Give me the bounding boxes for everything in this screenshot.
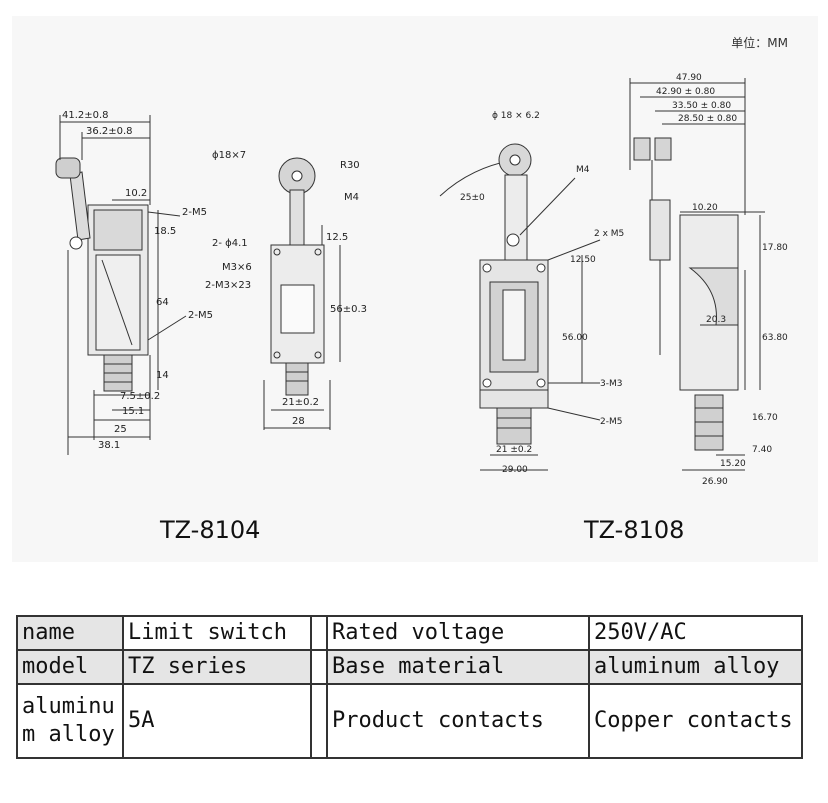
- dim-label: 28.50 ± 0.80: [678, 114, 737, 124]
- dim-label: 56±0.3: [330, 304, 367, 315]
- dim-label: ϕ 18 × 6.2: [492, 111, 540, 121]
- dim-label: 12.5: [326, 232, 348, 243]
- dim-label: 47.90: [676, 73, 702, 83]
- table-row: name Limit switch Rated voltage 250V/AC: [16, 615, 803, 651]
- dim-label: 14: [156, 370, 169, 381]
- dim-label: M3×6: [222, 262, 252, 273]
- dim-label: 7.40: [752, 445, 772, 455]
- tz8104-side-view: [55, 115, 187, 455]
- table-cell: TZ series: [122, 649, 312, 685]
- dim-label: ϕ18×7: [212, 150, 246, 161]
- dim-label: 18.5: [154, 226, 176, 237]
- model-title-right: TZ-8108: [584, 516, 685, 544]
- dim-label: 25: [114, 424, 127, 435]
- dim-label: 15.20: [720, 459, 746, 469]
- table-cell: aluminu m alloy: [16, 683, 124, 759]
- tz8104-front-view: [263, 157, 341, 430]
- unit-label: 单位：MM: [731, 36, 788, 50]
- dim-label: 15.1: [122, 406, 144, 417]
- dim-label: 29.00: [502, 465, 528, 475]
- dim-label: 2 x M5: [594, 229, 624, 239]
- dim-label: 56.00: [562, 333, 588, 343]
- dim-label: 42.90 ± 0.80: [656, 87, 715, 97]
- dim-label: 33.50 ± 0.80: [672, 101, 731, 111]
- dim-label: 2- ϕ4.1: [212, 238, 248, 249]
- dim-label: 36.2±0.8: [86, 126, 133, 137]
- table-gap: [310, 683, 328, 759]
- dim-label: 17.80: [762, 243, 788, 253]
- dim-label: 25±0: [460, 193, 485, 203]
- dim-label: 16.70: [752, 413, 778, 423]
- dim-label: 10.20: [692, 203, 718, 213]
- dim-label: 28: [292, 416, 305, 427]
- tz8108-front-view: [439, 143, 601, 471]
- dim-label: 41.2±0.8: [62, 110, 109, 121]
- dim-label: 7.5±0.2: [120, 391, 160, 402]
- dim-label: 26.90: [702, 477, 728, 487]
- dim-label: 3-M3: [600, 379, 622, 389]
- table-cell: Base material: [326, 649, 590, 685]
- table-cell: 250V/AC: [588, 615, 803, 651]
- table-cell: 5A: [122, 683, 312, 759]
- dim-label: 63.80: [762, 333, 788, 343]
- dim-label: 64: [156, 297, 169, 308]
- table-cell: model: [16, 649, 124, 685]
- spec-table: name Limit switch Rated voltage 250V/AC …: [16, 615, 803, 759]
- model-title-left: TZ-8104: [160, 516, 261, 544]
- dim-label: 21±0.2: [282, 397, 319, 408]
- dim-label: 2-M5: [182, 207, 207, 218]
- dim-label: 10.2: [125, 188, 147, 199]
- table-cell: aluminum alloy: [588, 649, 803, 685]
- table-row: aluminu m alloy 5A Product contacts Copp…: [16, 683, 803, 759]
- table-row: model TZ series Base material aluminum a…: [16, 649, 803, 685]
- table-cell: name: [16, 615, 124, 651]
- technical-drawing: 41.2±0.8 36.2±0.8 10.2 2-M5 18.5 64 2-M5…: [55, 73, 788, 487]
- dim-label: 2-M5: [600, 417, 622, 427]
- dim-label: 20.3: [706, 315, 726, 325]
- dim-label: 38.1: [98, 440, 120, 451]
- dim-label: 2-M3×23: [205, 280, 251, 291]
- dim-label: 12.50: [570, 255, 596, 265]
- table-gap: [310, 649, 328, 685]
- table-cell: Product contacts: [326, 683, 590, 759]
- dim-label: M4: [344, 192, 359, 203]
- table-cell: Limit switch: [122, 615, 312, 651]
- table-cell: Copper contacts: [588, 683, 803, 759]
- dim-label: 21 ±0.2: [496, 445, 532, 455]
- dim-label: R30: [340, 160, 360, 171]
- dim-label: M4: [576, 165, 590, 175]
- table-cell: Rated voltage: [326, 615, 590, 651]
- dim-label: 2-M5: [188, 310, 213, 321]
- table-gap: [310, 615, 328, 651]
- tz8108-side-view: [629, 78, 765, 471]
